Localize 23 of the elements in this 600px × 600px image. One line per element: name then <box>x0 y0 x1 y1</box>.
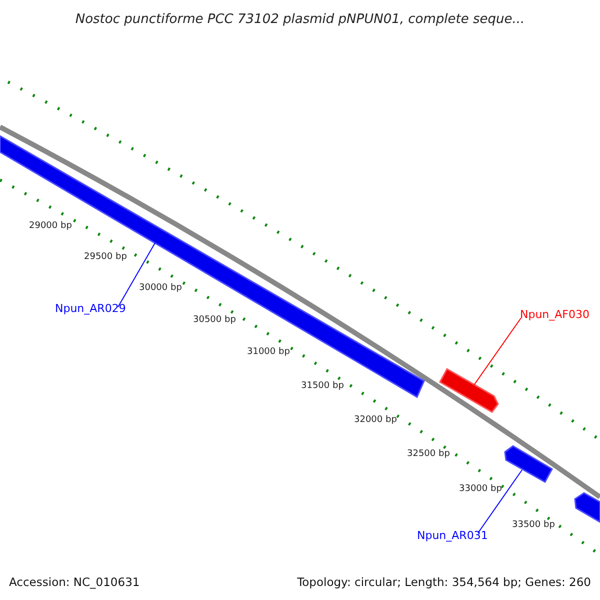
position-label: 33000 bp <box>459 484 502 495</box>
gene-bar <box>574 492 600 524</box>
position-label: 30500 bp <box>193 315 236 326</box>
position-label: 32000 bp <box>354 415 397 426</box>
position-label: 29500 bp <box>84 252 127 263</box>
position-label: 32500 bp <box>407 449 450 460</box>
summary-text: Topology: circular; Length: 354,564 bp; Genes: 260 <box>297 574 591 591</box>
leader-line <box>118 242 156 308</box>
position-label: 31000 bp <box>247 347 290 358</box>
leader-line <box>474 318 522 386</box>
position-label: 29000 bp <box>29 221 72 232</box>
accession-text: Accession: NC_010631 <box>9 574 140 591</box>
gene-bar <box>439 368 499 413</box>
gene-label: Npun_AR029 <box>55 302 126 315</box>
leader-line <box>478 470 522 534</box>
position-label: 33500 bp <box>512 520 555 531</box>
title: Nostoc punctiforme PCC 73102 plasmid pNPUN01, complete seque... <box>74 11 526 29</box>
gene-label: Npun_AF030 <box>520 308 590 321</box>
position-label: 31500 bp <box>301 381 344 392</box>
gene-label: Npun_AR031 <box>417 529 488 542</box>
position-label: 30000 bp <box>139 283 182 294</box>
gene-bar <box>504 445 553 484</box>
gene-bar <box>0 134 425 398</box>
